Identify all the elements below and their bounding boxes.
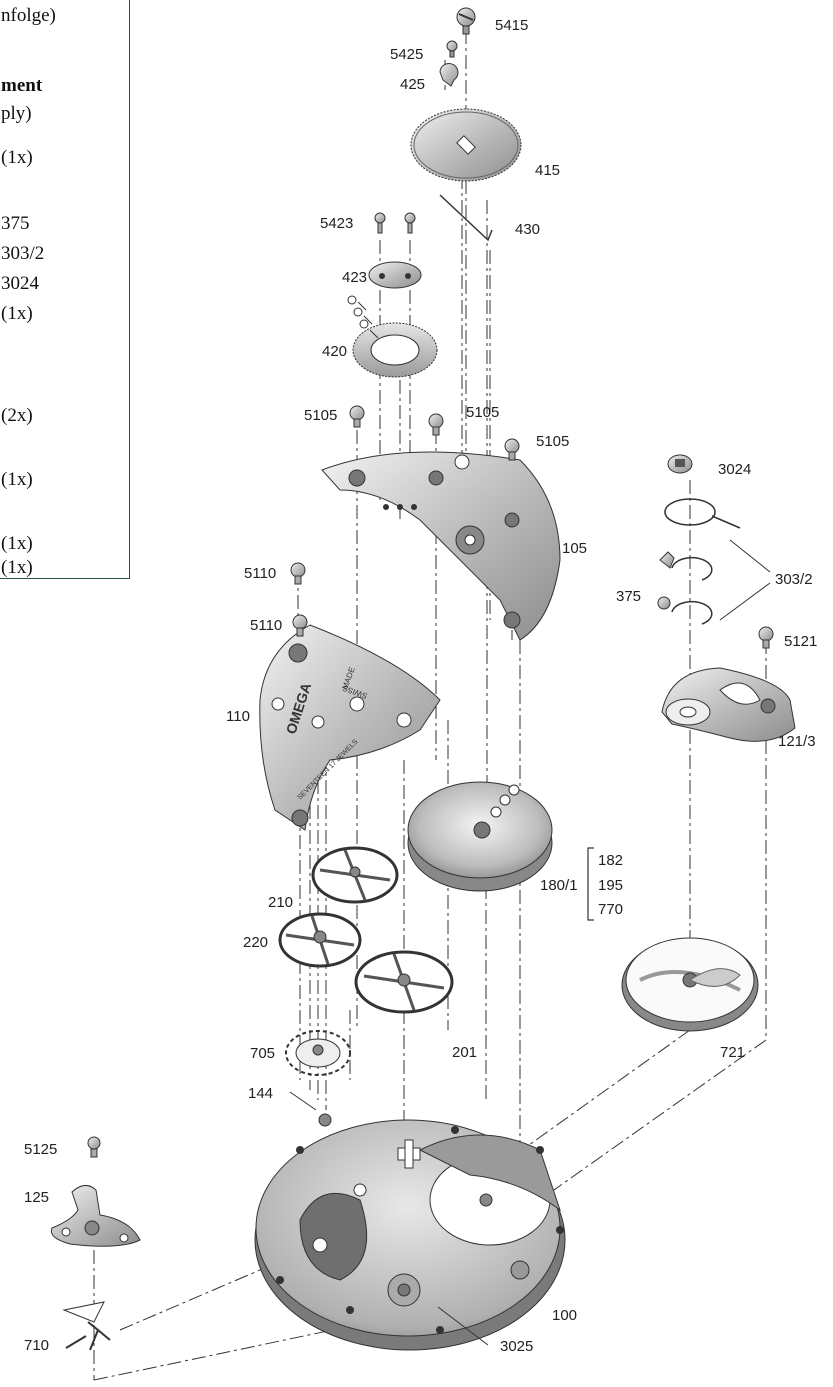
label-420: 420 xyxy=(322,343,347,360)
balance-cock-parts-303-2 xyxy=(657,498,771,625)
stud-3024 xyxy=(667,454,693,474)
legend-line-6: 303/2 xyxy=(1,243,45,264)
bridge-125 xyxy=(50,1185,141,1247)
label-195: 195 xyxy=(598,877,623,894)
legend-line-4: (1x) xyxy=(1,147,33,168)
click-425 xyxy=(439,63,459,87)
legend-line-3: ply) xyxy=(1,103,32,124)
crown-wheel-415 xyxy=(410,108,522,182)
label-220: 220 xyxy=(243,934,268,951)
label-5105-right: 5105 xyxy=(536,433,569,450)
balance-cock-121-3 xyxy=(661,667,796,742)
label-125: 125 xyxy=(24,1189,49,1206)
screws-5105 xyxy=(349,405,520,461)
label-5425: 5425 xyxy=(390,46,423,63)
label-144: 144 xyxy=(248,1085,273,1102)
legend-line-8: (1x) xyxy=(1,303,33,324)
label-180-1: 180/1 xyxy=(540,877,578,894)
plate-423 xyxy=(368,261,422,289)
screw-5425 xyxy=(446,40,458,58)
label-710: 710 xyxy=(24,1337,49,1354)
leader-lines xyxy=(289,1091,489,1346)
label-5110-top: 5110 xyxy=(244,565,276,582)
label-3025: 3025 xyxy=(500,1338,533,1355)
train-bridge-110: OMEGA MADE SWISS SEVENTEEN 17 JEWELS xyxy=(259,624,441,831)
ratchet-wheel-420 xyxy=(347,295,438,378)
regulator-375 xyxy=(659,551,675,569)
screws-5423 xyxy=(374,212,416,234)
label-721: 721 xyxy=(720,1044,745,1061)
legend-line-10: (1x) xyxy=(1,469,33,490)
screw-5121 xyxy=(758,626,774,649)
legend-line-12: (1x) xyxy=(1,557,33,578)
bracket-182-195-770 xyxy=(587,847,594,921)
legend-line-1: nfolge) xyxy=(1,5,56,26)
label-5121: 5121 xyxy=(784,633,817,650)
label-5125: 5125 xyxy=(24,1141,57,1158)
label-5423: 5423 xyxy=(320,215,353,232)
label-705: 705 xyxy=(250,1045,275,1062)
label-182: 182 xyxy=(598,852,623,869)
part-labels: 5415 5425 425 415 430 5423 423 420 5105 … xyxy=(24,17,817,1355)
legend-line-11: (1x) xyxy=(1,533,33,554)
crown-wheel-screw-5415 xyxy=(456,7,476,35)
screws-5110 xyxy=(290,562,308,637)
main-plate-100 xyxy=(254,1113,566,1351)
label-5415: 5415 xyxy=(495,17,528,34)
wheel-220 xyxy=(278,912,362,968)
spring-430 xyxy=(439,194,493,242)
wheel-210 xyxy=(311,846,399,904)
label-5105-left: 5105 xyxy=(304,407,337,424)
screw-5125 xyxy=(87,1136,101,1158)
label-105: 105 xyxy=(562,540,587,557)
legend-line-5: 375 xyxy=(1,213,30,234)
label-5110-bottom: 5110 xyxy=(250,617,282,634)
escape-wheel-705 xyxy=(285,1030,351,1076)
label-430: 430 xyxy=(515,221,540,238)
label-5105-center: 5105 xyxy=(466,404,499,421)
label-770: 770 xyxy=(598,901,623,918)
barrel-bridge-105 xyxy=(321,451,561,641)
label-3024: 3024 xyxy=(718,461,751,478)
label-425: 425 xyxy=(400,76,425,93)
label-210: 210 xyxy=(268,894,293,911)
label-303-2: 303/2 xyxy=(775,571,813,588)
legend-line-7: 3024 xyxy=(1,273,39,294)
wheel-201 xyxy=(354,950,454,1014)
barrel-180-1 xyxy=(407,781,553,892)
legend-line-9: (2x) xyxy=(1,405,33,426)
label-423: 423 xyxy=(342,269,367,286)
label-201: 201 xyxy=(452,1044,477,1061)
legend-line-2: ment xyxy=(1,75,43,96)
label-375: 375 xyxy=(616,588,641,605)
pallet-fork-710 xyxy=(62,1301,111,1351)
parts-legend-box: nfolge) ment ply) (1x) 375 303/2 3024 (1… xyxy=(0,0,130,579)
label-110: 110 xyxy=(226,708,250,725)
balance-721 xyxy=(621,937,759,1032)
label-100: 100 xyxy=(552,1307,577,1324)
label-415: 415 xyxy=(535,162,560,179)
label-121-3: 121/3 xyxy=(778,733,816,750)
